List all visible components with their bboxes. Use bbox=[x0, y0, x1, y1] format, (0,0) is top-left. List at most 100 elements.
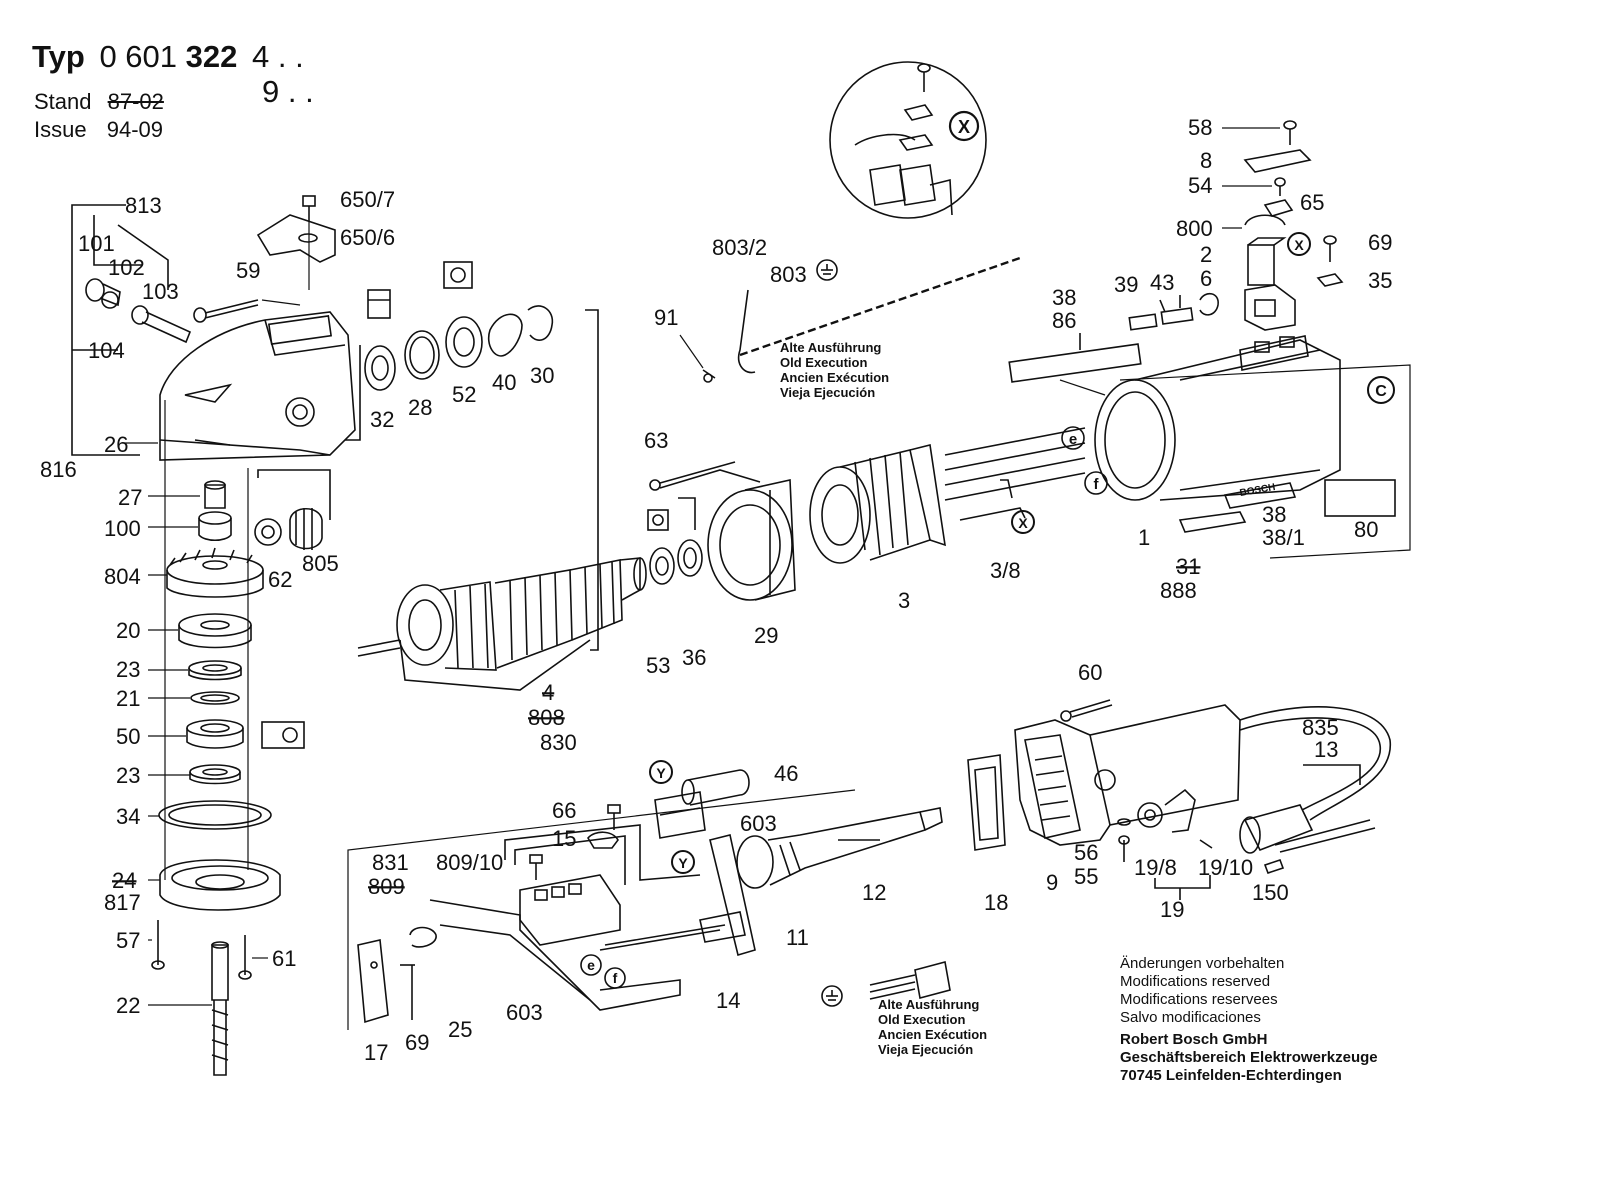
left-leader-lines bbox=[122, 222, 310, 1006]
mark-f-bottom: f bbox=[613, 970, 618, 986]
note-line: Old Execution bbox=[878, 1012, 966, 1027]
label-805: 805 bbox=[302, 551, 339, 576]
label-53: 53 bbox=[646, 653, 670, 678]
handle-tube-12 bbox=[736, 807, 943, 889]
label-2: 2 bbox=[1200, 242, 1212, 267]
label-24: 24 bbox=[112, 868, 136, 893]
cord-end-150 bbox=[1263, 858, 1285, 875]
label-30: 30 bbox=[530, 363, 554, 388]
label-56: 56 bbox=[1074, 840, 1098, 865]
label-816: 816 bbox=[40, 457, 77, 482]
ground-symbol-bottom bbox=[821, 985, 843, 1007]
brush-holder bbox=[1199, 120, 1344, 331]
switch-module bbox=[429, 824, 726, 1011]
mark-x-brush: X bbox=[1294, 237, 1304, 253]
label-25: 25 bbox=[448, 1017, 472, 1042]
issue-value: 94-09 bbox=[106, 117, 163, 142]
typ-prefix: 0 601 bbox=[99, 39, 178, 74]
label-52: 52 bbox=[452, 382, 476, 407]
capacitor-46 bbox=[654, 769, 750, 839]
note-line: Ancien Exécution bbox=[878, 1027, 988, 1042]
label-54: 54 bbox=[1188, 173, 1212, 198]
note-line: Salvo modificaciones bbox=[1120, 1009, 1261, 1026]
mark-circles bbox=[580, 110, 1395, 989]
label-60: 60 bbox=[1078, 660, 1102, 685]
note-line: Vieja Ejecución bbox=[878, 1042, 974, 1057]
label-19: 19 bbox=[1160, 897, 1184, 922]
label-809-10: 809/10 bbox=[436, 850, 503, 875]
label-23b: 23 bbox=[116, 763, 140, 788]
bearing-53-36 bbox=[647, 497, 703, 585]
typ-label: Typ bbox=[32, 39, 85, 74]
label-39: 39 bbox=[1114, 272, 1138, 297]
label-22: 22 bbox=[116, 993, 140, 1018]
label-35: 35 bbox=[1368, 268, 1392, 293]
label-86: 86 bbox=[1052, 308, 1076, 333]
cable-clamp-15-66 bbox=[529, 804, 621, 880]
label-40: 40 bbox=[492, 370, 516, 395]
label-3-8: 3/8 bbox=[990, 558, 1021, 583]
note-line: Ancien Exécution bbox=[780, 370, 890, 385]
label-150: 150 bbox=[1252, 880, 1289, 905]
type-header: Typ 0 601 322 4 . . bbox=[32, 40, 304, 74]
label-46: 46 bbox=[774, 761, 798, 786]
label-831: 831 bbox=[372, 850, 409, 875]
note-line: Alte Ausführung bbox=[878, 997, 980, 1012]
connector-old-execution bbox=[869, 961, 951, 1000]
modifications-note: Änderungen vorbehalten Modifications res… bbox=[1120, 955, 1284, 1027]
label-38-1: 38/1 bbox=[1262, 525, 1305, 550]
mark-x-detail: X bbox=[958, 117, 970, 137]
bearing-icon-left bbox=[261, 721, 305, 749]
label-11: 11 bbox=[786, 925, 809, 950]
stand-value: 87-02 bbox=[107, 89, 164, 114]
housing-C-frame bbox=[1059, 364, 1411, 559]
label-69a: 69 bbox=[1368, 230, 1392, 255]
label-55: 55 bbox=[1074, 864, 1098, 889]
label-23a: 23 bbox=[116, 657, 140, 682]
label-804: 804 bbox=[104, 564, 141, 589]
label-18: 18 bbox=[984, 890, 1008, 915]
stand-label: Stand bbox=[34, 89, 92, 114]
old-execution-note-bottom: Alte Ausführung Old Execution Ancien Exé… bbox=[878, 997, 987, 1057]
gear-housing bbox=[159, 311, 356, 461]
label-19-10: 19/10 bbox=[1198, 855, 1253, 880]
label-809: 809 bbox=[368, 874, 405, 899]
label-1: 1 bbox=[1138, 525, 1150, 550]
label-15: 15 bbox=[552, 826, 576, 851]
label-43: 43 bbox=[1150, 270, 1174, 295]
gasket-18 bbox=[967, 754, 1006, 851]
note-line: Alte Ausführung bbox=[780, 340, 882, 355]
label-58: 58 bbox=[1188, 115, 1212, 140]
label-803-2: 803/2 bbox=[712, 235, 767, 260]
company-note: Robert Bosch GmbH Geschäftsbereich Elekt… bbox=[1120, 1031, 1378, 1085]
label-17: 17 bbox=[364, 1040, 388, 1065]
fan-ring-29 bbox=[649, 461, 796, 601]
label-4: 4 bbox=[542, 680, 554, 705]
bearings-upper bbox=[345, 261, 599, 651]
label-6: 6 bbox=[1200, 266, 1212, 291]
note-line: Modifications reserved bbox=[1120, 973, 1271, 990]
label-9: 9 bbox=[1046, 870, 1058, 895]
small-parts-17-69-25 bbox=[357, 926, 437, 1024]
detail-circle-x bbox=[829, 61, 987, 219]
label-38a: 38 bbox=[1052, 285, 1076, 310]
nut-62-pinion-805 bbox=[254, 469, 331, 550]
label-800: 800 bbox=[1176, 216, 1213, 241]
label-817: 817 bbox=[104, 890, 141, 915]
company-line: 70745 Leinfelden-Echterdingen bbox=[1120, 1067, 1342, 1084]
label-100: 100 bbox=[104, 516, 141, 541]
label-13: 13 bbox=[1314, 737, 1338, 762]
label-103: 103 bbox=[142, 279, 179, 304]
label-38b: 38 bbox=[1262, 502, 1286, 527]
brand-label: BOSCH bbox=[1239, 482, 1276, 499]
label-50: 50 bbox=[116, 724, 140, 749]
label-813: 813 bbox=[125, 193, 162, 218]
mark-y-bottom: Y bbox=[678, 855, 688, 871]
mark-y-top: Y bbox=[656, 765, 666, 781]
label-101: 101 bbox=[78, 231, 115, 256]
knob-assembly bbox=[85, 278, 192, 344]
label-650-7: 650/7 bbox=[340, 187, 395, 212]
label-650-6: 650/6 bbox=[340, 225, 395, 250]
